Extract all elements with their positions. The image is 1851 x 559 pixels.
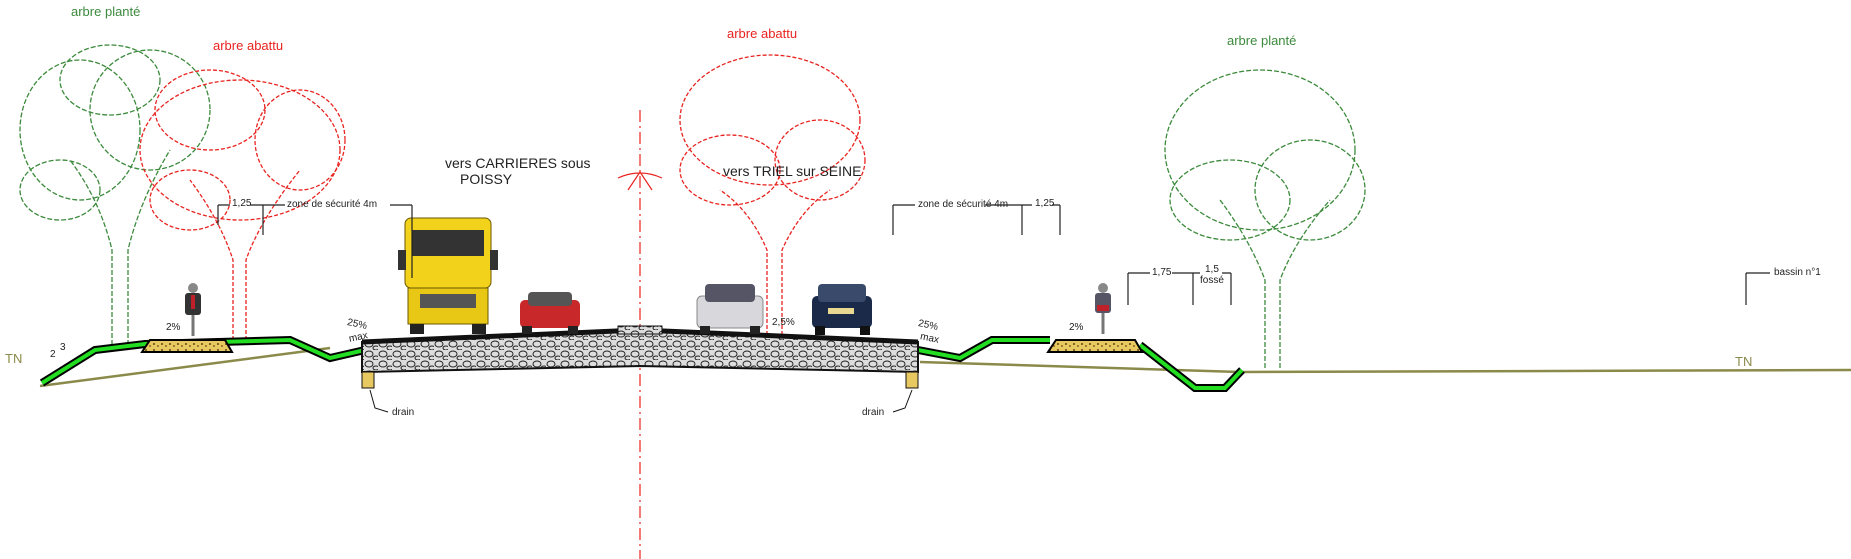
felled-tree-center (679, 54, 866, 335)
dim-left-offset: 1,25 (232, 198, 252, 209)
axis-symbol-icon (617, 170, 663, 191)
direction-right: vers TRIEL sur SEINE (723, 163, 862, 179)
direction-left-line1: vers CARRIERES sous (445, 155, 591, 171)
natural-ground-left (39, 346, 331, 388)
drain-right-leader (892, 389, 913, 413)
dim-basin: bassin n°1 (1774, 267, 1821, 278)
dim-right-offset: 1,25 (1035, 198, 1055, 209)
direction-left-line2: POISSY (460, 171, 513, 187)
slope-left-cycle: 2% (166, 322, 181, 333)
dim-ditch-width: 1,5 (1205, 264, 1219, 275)
label-felled-tree-left: arbre abattu (213, 38, 284, 53)
cycle-path-right (1046, 339, 1144, 353)
slope-road: 2,5% (772, 317, 795, 328)
planted-tree-right (1164, 69, 1366, 368)
median-island (617, 325, 663, 335)
blue-car-icon (812, 284, 872, 335)
cycle-path-left (140, 339, 234, 353)
slope-right-cycle: 2% (1069, 322, 1084, 333)
label-planted-tree-left: arbre planté (71, 4, 141, 19)
label-felled-tree-center: arbre abattu (727, 26, 798, 41)
dim-ditch-label: fossé (1200, 275, 1224, 286)
silver-car-icon (696, 284, 764, 334)
drain-label-left: drain (392, 407, 415, 418)
natural-ground-right (919, 360, 1851, 374)
embankment-ratio-b: 3 (60, 342, 66, 353)
drain-right (905, 371, 919, 389)
yellow-truck-icon (398, 217, 498, 334)
ground-label-left: TN (5, 351, 23, 366)
felled-tree-left (139, 69, 346, 340)
ground-label-right: TN (1735, 354, 1753, 369)
drain-left (361, 371, 375, 389)
embankment-ratio-a: 2 (50, 349, 56, 360)
drain-left-leader (369, 389, 389, 413)
dim-left-safety: zone de sécurité 4m (287, 199, 378, 210)
label-planted-tree-right: arbre planté (1227, 33, 1297, 48)
cyclist-left-icon (185, 283, 201, 336)
cyclist-right-icon (1095, 283, 1111, 334)
planted-tree-left (19, 44, 211, 345)
drain-label-right: drain (862, 407, 885, 418)
dimension-lines (217, 204, 1770, 305)
red-car-icon (520, 292, 580, 334)
dim-right-safety: zone de sécurité 4m (918, 199, 1009, 210)
dim-verge: 1,75 (1152, 267, 1172, 278)
